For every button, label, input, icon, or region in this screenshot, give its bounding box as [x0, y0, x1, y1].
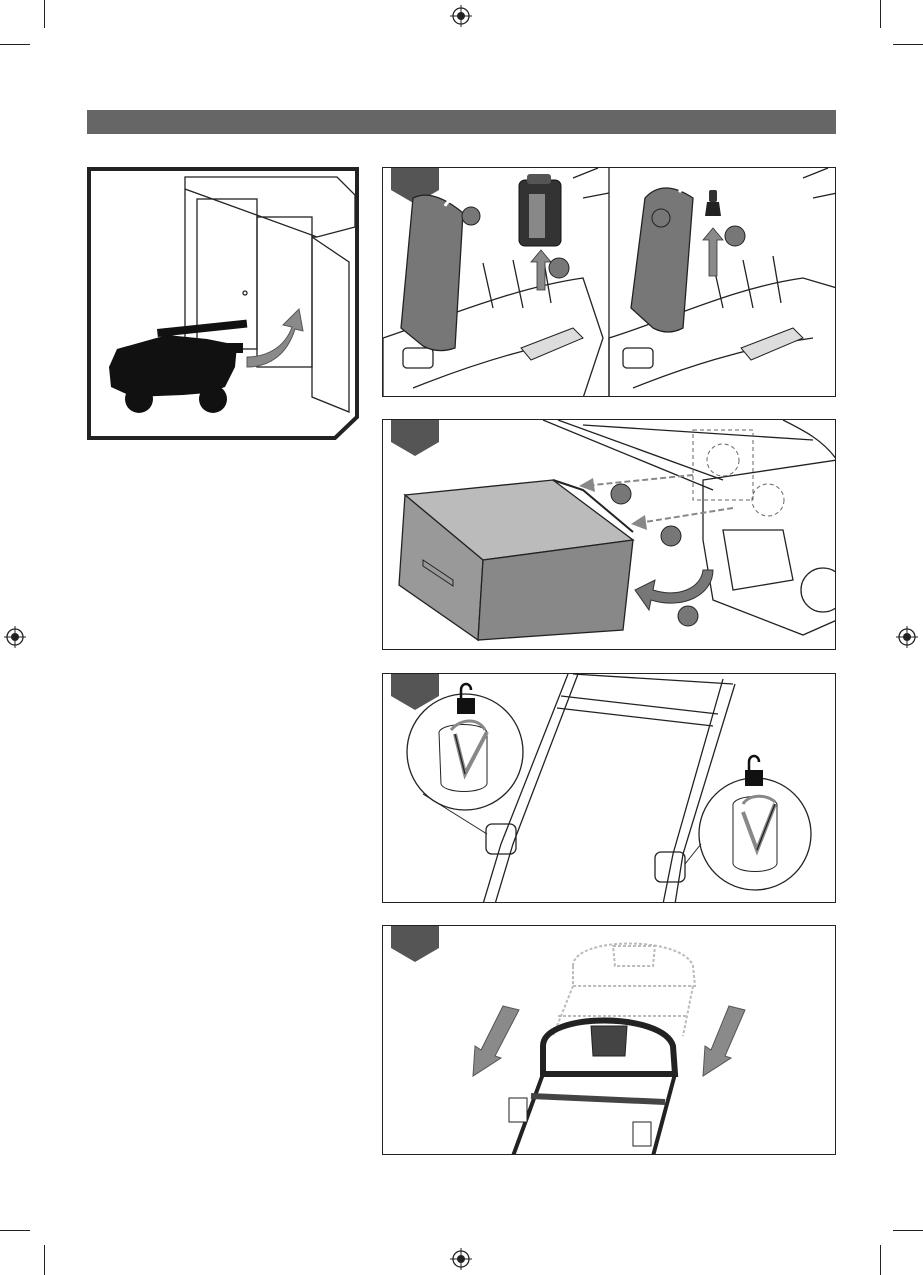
- crop-mark: [880, 1245, 881, 1275]
- handle-icon: [509, 1021, 675, 1156]
- unlock-icon: [745, 756, 763, 786]
- step-3-panel: [382, 673, 836, 903]
- step-tab: [391, 926, 439, 962]
- quick-release-lever-icon: [685, 778, 811, 890]
- battery-icon: [519, 174, 561, 246]
- step-2-panel: [382, 419, 836, 650]
- crop-mark: [880, 0, 881, 28]
- grass-bag-icon: [399, 480, 633, 640]
- step-1-panel: [382, 167, 836, 397]
- step-4-panel: [382, 925, 836, 1155]
- safety-key-icon: [705, 190, 721, 216]
- crop-mark: [0, 1230, 30, 1231]
- registration-mark-icon: [450, 1248, 472, 1270]
- section-header-bar: [87, 110, 836, 134]
- crop-mark: [893, 1230, 923, 1231]
- crop-mark: [0, 44, 30, 45]
- unlock-icon: [457, 684, 475, 714]
- crop-mark: [44, 1245, 45, 1275]
- down-arrow-icon: [473, 1006, 519, 1076]
- storage-illustration: [87, 167, 359, 440]
- crop-mark: [44, 0, 45, 28]
- registration-mark-icon: [896, 626, 918, 648]
- step-tab: [391, 420, 439, 456]
- crop-mark: [893, 44, 923, 45]
- registration-mark-icon: [450, 5, 472, 27]
- handle-icon: [483, 674, 735, 903]
- quick-release-lever-icon: [407, 694, 523, 834]
- battery-cover-icon: [401, 195, 463, 350]
- dashed-arrow-icon: [579, 475, 693, 492]
- up-arrow-icon: [703, 228, 723, 276]
- registration-mark-icon: [4, 626, 26, 648]
- rotate-arrow-icon: [635, 570, 713, 610]
- dashed-arrow-icon: [631, 508, 733, 530]
- down-arrow-icon: [703, 1006, 745, 1076]
